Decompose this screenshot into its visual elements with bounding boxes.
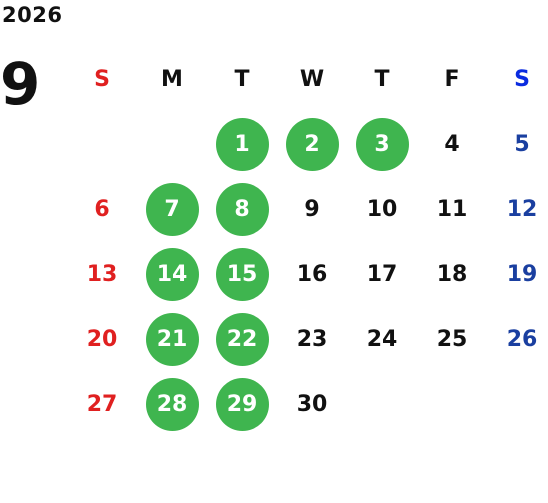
day-cell[interactable]: 17	[347, 242, 417, 307]
month-number: 9	[0, 50, 41, 118]
day-number: 18	[436, 262, 468, 287]
day-cell[interactable]: 12	[487, 177, 548, 242]
day-number: 27	[86, 392, 118, 417]
day-cell[interactable]: 28	[137, 372, 207, 437]
day-number: 23	[296, 327, 328, 352]
day-cell[interactable]: 29	[207, 372, 277, 437]
weekday-header-thursday: T	[374, 67, 390, 92]
day-cell[interactable]: 10	[347, 177, 417, 242]
day-cell[interactable]: 5	[487, 112, 548, 177]
highlighted-day-marker: 14	[145, 248, 199, 301]
weekday-header-monday: M	[161, 67, 183, 92]
day-number: 25	[436, 327, 468, 352]
day-cell[interactable]: 7	[137, 177, 207, 242]
day-cell[interactable]: 26	[487, 307, 548, 372]
day-cell[interactable]: 8	[207, 177, 277, 242]
day-cell[interactable]: 27	[67, 372, 137, 437]
highlighted-day-marker: 21	[145, 313, 199, 366]
day-cell[interactable]: 1	[207, 112, 277, 177]
highlighted-day-marker: 8	[215, 183, 269, 236]
day-number: 26	[506, 327, 538, 352]
day-number: 5	[514, 132, 530, 157]
day-cell[interactable]: 2	[277, 112, 347, 177]
weekday-header-sunday: S	[94, 67, 110, 92]
day-cell[interactable]: 19	[487, 242, 548, 307]
highlighted-day-marker: 3	[355, 118, 409, 171]
highlighted-day-marker: 28	[145, 378, 199, 431]
day-number: 19	[506, 262, 538, 287]
day-number: 9	[304, 197, 320, 222]
day-cell[interactable]: 15	[207, 242, 277, 307]
weekday-header-tuesday: T	[234, 67, 250, 92]
day-number: 6	[94, 197, 110, 222]
day-cell[interactable]: 30	[277, 372, 347, 437]
empty-day-cell	[137, 112, 207, 177]
highlighted-day-marker: 22	[215, 313, 269, 366]
day-cell[interactable]: 25	[417, 307, 487, 372]
day-number: 12	[506, 197, 538, 222]
day-number: 20	[86, 327, 118, 352]
day-number: 30	[296, 392, 328, 417]
day-number: 13	[86, 262, 118, 287]
year-label: 2026	[2, 3, 63, 27]
day-number: 24	[366, 327, 398, 352]
day-number: 17	[366, 262, 398, 287]
day-cell[interactable]: 6	[67, 177, 137, 242]
day-cell[interactable]: 9	[277, 177, 347, 242]
day-cell[interactable]: 18	[417, 242, 487, 307]
day-cell[interactable]: 22	[207, 307, 277, 372]
day-cell[interactable]: 24	[347, 307, 417, 372]
day-cell[interactable]: 16	[277, 242, 347, 307]
day-number: 16	[296, 262, 328, 287]
empty-day-cell	[67, 112, 137, 177]
day-cell[interactable]: 11	[417, 177, 487, 242]
highlighted-day-marker: 2	[285, 118, 339, 171]
day-cell[interactable]: 13	[67, 242, 137, 307]
highlighted-day-marker: 15	[215, 248, 269, 301]
day-cell[interactable]: 14	[137, 242, 207, 307]
day-number: 10	[366, 197, 398, 222]
day-number: 4	[444, 132, 460, 157]
day-cell[interactable]: 20	[67, 307, 137, 372]
day-cell[interactable]: 23	[277, 307, 347, 372]
day-cell[interactable]: 21	[137, 307, 207, 372]
day-cell[interactable]: 4	[417, 112, 487, 177]
highlighted-day-marker: 1	[215, 118, 269, 171]
highlighted-day-marker: 7	[145, 183, 199, 236]
highlighted-day-marker: 29	[215, 378, 269, 431]
weekday-header-saturday: S	[514, 67, 530, 92]
day-number: 11	[436, 197, 468, 222]
day-cell[interactable]: 3	[347, 112, 417, 177]
weekday-header-friday: F	[444, 67, 460, 92]
weekday-header-wednesday: W	[299, 67, 325, 92]
